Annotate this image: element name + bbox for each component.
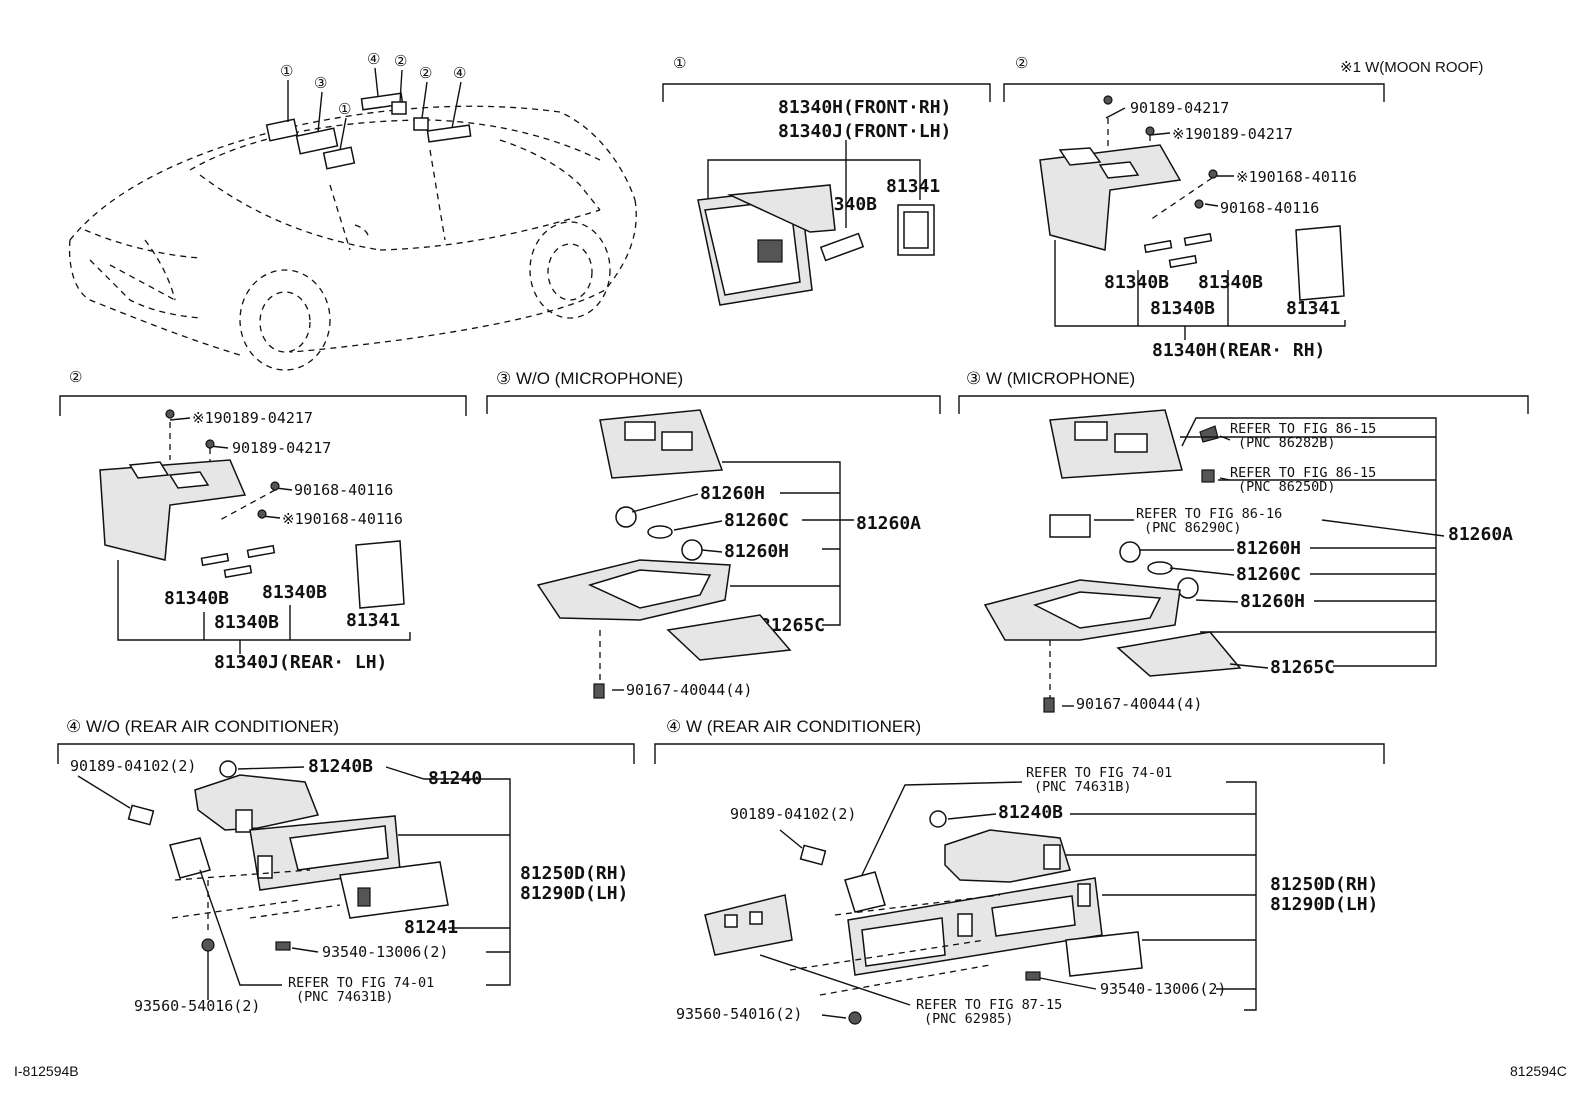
section-front-map-lamp: ① 81340H(FRONT·RH) 81340J(FRONT·LH) 8134…: [662, 55, 991, 306]
part-label: 81260H: [700, 483, 765, 504]
car-callout: ②: [394, 53, 407, 70]
part-label: 81340J(FRONT·LH): [778, 121, 951, 142]
section-rear-lh-lamp: ② ※190189-04217 90189-04217 90168-40116 …: [59, 369, 467, 673]
section-w-rear-ac: ④ W (REAR AIR CONDITIONER) REFER TO FIG …: [654, 717, 1385, 1027]
footer-left-id: I-812594B: [14, 1063, 79, 1079]
part-label: 81241: [404, 917, 458, 938]
part-label: 93540-13006(2): [1100, 980, 1226, 998]
reference-label: (PNC 74631B): [1034, 779, 1132, 795]
part-label: 81265C: [760, 615, 825, 636]
part-label: 81340B: [214, 612, 279, 633]
reference-label: REFER TO FIG 87-15: [916, 997, 1062, 1013]
part-label: ※190189-04217: [192, 409, 313, 427]
reference-label: (PNC 62985): [924, 1011, 1013, 1027]
reference-label: REFER TO FIG 86-15: [1230, 465, 1376, 481]
section-header: ②: [69, 369, 82, 386]
reference-label: REFER TO FIG 74-01: [1026, 765, 1172, 781]
part-label: 81340H(FRONT·RH): [778, 97, 951, 118]
part-label: 81341: [1286, 298, 1340, 319]
part-label: 90189-04217: [232, 439, 331, 457]
section-header: ③ W/O (MICROPHONE): [496, 369, 683, 388]
part-label: ※190189-04217: [1172, 125, 1293, 143]
section-header: ④ W (REAR AIR CONDITIONER): [666, 717, 921, 736]
part-label: 90189-04102(2): [730, 805, 856, 823]
part-label: 81340B: [1104, 272, 1169, 293]
reference-label: REFER TO FIG 86-15: [1230, 421, 1376, 437]
car-callout: ④: [453, 65, 466, 82]
part-label: 81260H: [1240, 591, 1305, 612]
part-label: 81340B: [1198, 272, 1263, 293]
section-header: ③ W (MICROPHONE): [966, 369, 1135, 388]
part-label: 90168-40116: [294, 481, 393, 499]
part-label: 81250D(RH): [520, 863, 628, 884]
part-label: ※190168-40116: [1236, 168, 1357, 186]
part-label: ※190168-40116: [282, 510, 403, 528]
section-note: ※1 W(MOON ROOF): [1340, 59, 1483, 76]
part-label: 93560-54016(2): [134, 997, 260, 1015]
section-rear-rh-lamp: ② ※1 W(MOON ROOF) 90189-04217 ※190189-04…: [1003, 55, 1483, 361]
part-label: 81340J(REAR· LH): [214, 652, 387, 673]
part-label: 81265C: [1270, 657, 1335, 678]
part-label: 81290D(LH): [520, 883, 628, 904]
section-header: ②: [1015, 55, 1028, 72]
car-callout: ①: [280, 63, 293, 80]
car-illustration: ① ③ ① ④ ② ② ④: [68, 51, 637, 371]
part-label: 81341: [886, 176, 940, 197]
part-label: 81340B: [164, 588, 229, 609]
section-w-microphone: ③ W (MICROPHONE) REFER TO FIG 86-15 (PNC…: [958, 369, 1529, 713]
car-callout: ③: [314, 75, 327, 92]
part-label: 81340H(REAR· RH): [1152, 340, 1325, 361]
part-label: 81260A: [856, 513, 921, 534]
car-callout: ②: [419, 65, 432, 82]
part-label: 81260H: [1236, 538, 1301, 559]
section-header: ①: [673, 55, 686, 72]
part-label: 81240B: [998, 802, 1063, 823]
section-wo-microphone: ③ W/O (MICROPHONE) 81260H 81260C 81260H …: [486, 369, 941, 699]
reference-label: REFER TO FIG 74-01: [288, 975, 434, 991]
part-label: 81260A: [1448, 524, 1513, 545]
part-label: 90168-40116: [1220, 199, 1319, 217]
part-label: 93540-13006(2): [322, 943, 448, 961]
part-label: 90167-40044(4): [626, 681, 752, 699]
reference-label: (PNC 86282B): [1238, 435, 1336, 451]
part-label: 81260C: [724, 510, 789, 531]
part-label: 93560-54016(2): [676, 1005, 802, 1023]
part-label: 81340B: [1150, 298, 1215, 319]
reference-label: (PNC 86250D): [1238, 479, 1336, 495]
part-label: 90167-40044(4): [1076, 695, 1202, 713]
reference-label: (PNC 86290C): [1144, 520, 1242, 536]
part-label: 90189-04217: [1130, 99, 1229, 117]
part-label: 81341: [346, 610, 400, 631]
part-label: 81260H: [724, 541, 789, 562]
footer-right-id: 812594C: [1510, 1063, 1567, 1079]
part-label: 81290D(LH): [1270, 894, 1378, 915]
section-header: ④ W/O (REAR AIR CONDITIONER): [66, 717, 339, 736]
part-label: 81250D(RH): [1270, 874, 1378, 895]
car-callout: ④: [367, 51, 380, 68]
car-callout: ①: [338, 101, 351, 118]
part-label: 90189-04102(2): [70, 757, 196, 775]
part-label: 81260C: [1236, 564, 1301, 585]
reference-label: (PNC 74631B): [296, 989, 394, 1005]
part-label: 81340B: [262, 582, 327, 603]
reference-label: REFER TO FIG 86-16: [1136, 506, 1282, 522]
section-wo-rear-ac: ④ W/O (REAR AIR CONDITIONER) 90189-04102…: [57, 717, 635, 1015]
part-label: 81240B: [308, 756, 373, 777]
